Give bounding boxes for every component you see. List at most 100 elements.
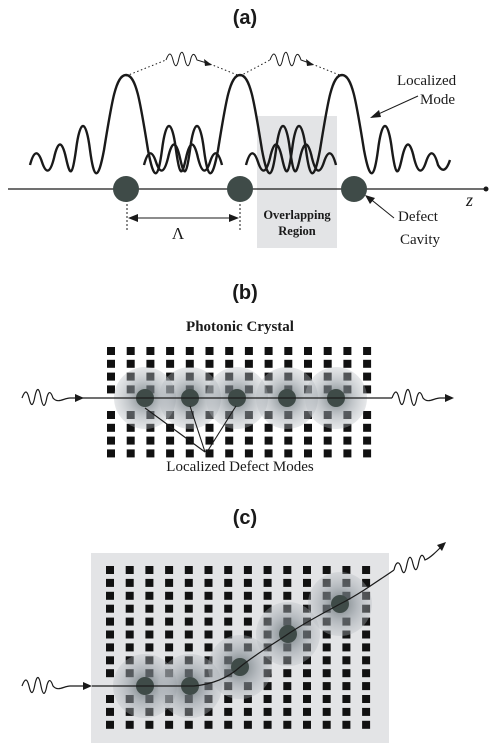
lattice-rod (244, 423, 253, 432)
lattice-rod (204, 604, 213, 613)
lattice-rod (106, 578, 114, 587)
lattice-rod (126, 359, 135, 368)
lattice-rod (107, 411, 115, 419)
lattice-rod (244, 359, 253, 368)
lattice-rod (283, 695, 292, 703)
coupling-dotted-2 (239, 59, 271, 77)
lattice-rod (145, 617, 154, 626)
lattice-rod (363, 385, 372, 394)
lattice-rod (106, 591, 114, 600)
lattice-rod (145, 630, 154, 639)
defect-cavity-1 (113, 176, 139, 202)
input-arrowhead-c (83, 682, 92, 690)
lattice-rod (166, 347, 175, 355)
lattice-rod (225, 449, 234, 458)
lattice-rod (145, 578, 154, 587)
overlap-label-line1: Overlapping (263, 208, 331, 222)
lattice-rod (284, 347, 293, 355)
lattice-rod (362, 578, 371, 587)
lattice-rod (107, 436, 115, 445)
lattice-rod (145, 604, 154, 613)
lattice-rod (107, 347, 115, 355)
lattice-rod (322, 566, 331, 574)
input-arrowhead-b (75, 394, 84, 402)
lattice-rod (284, 359, 293, 368)
lattice-rod (106, 617, 114, 626)
lattice-rod (264, 423, 273, 432)
input-photon-b (21, 388, 82, 406)
lattice-rod (184, 720, 193, 729)
lattice-rod (184, 591, 193, 600)
lattice-rod (303, 695, 311, 703)
lattice-rod (205, 423, 214, 432)
lattice-rod (184, 617, 193, 626)
lattice-rod (107, 385, 115, 394)
lattice-rod (343, 359, 352, 368)
overlap-label-line2: Region (278, 224, 316, 238)
lattice-rod (362, 707, 371, 716)
lattice-rod (304, 449, 312, 458)
z-axis-label: z (465, 190, 473, 210)
lattice-rod (106, 604, 114, 613)
lattice-rod (283, 669, 292, 678)
lattice-rod (303, 578, 311, 587)
lattice-rod (125, 578, 134, 587)
period-marker (126, 204, 241, 232)
lattice-rod (107, 449, 115, 458)
lattice-rod (283, 720, 292, 729)
lattice-rod (303, 591, 311, 600)
lattice-rod (224, 617, 233, 626)
lattice-rod (363, 372, 372, 381)
lattice-rod (264, 347, 273, 355)
lattice-rod (283, 682, 292, 691)
lattice-rod (283, 566, 292, 574)
lattice-rod (205, 347, 214, 355)
lattice-rod (204, 630, 213, 639)
coupling-dotted-2b (311, 63, 343, 77)
lattice-rod (145, 643, 154, 652)
lattice-rod (362, 695, 371, 703)
panel-a-label: (a) (233, 7, 257, 29)
lattice-rod (224, 630, 233, 639)
lattice-rod (362, 566, 371, 574)
lattice-rod (146, 436, 155, 445)
lattice-rod (243, 617, 252, 626)
lattice-rod (342, 566, 351, 574)
lattice-rod (205, 436, 214, 445)
lattice-rod (343, 347, 352, 355)
defect-cavity-3 (341, 176, 367, 202)
lattice-rod (263, 566, 272, 574)
lattice-rod (204, 720, 213, 729)
lattice-rod (342, 707, 351, 716)
mode-profile-3 (244, 73, 452, 175)
lattice-rod (322, 707, 331, 716)
lattice-rod (243, 604, 252, 613)
lattice-rod (126, 347, 135, 355)
period-label: Λ (172, 224, 185, 243)
lattice-rod (184, 630, 193, 639)
lattice-rod (363, 359, 372, 368)
lattice-rod (224, 695, 233, 703)
lattice-rod (363, 423, 372, 432)
lattice-rod (303, 669, 311, 678)
lattice-rod (363, 411, 372, 419)
lattice-rod (106, 643, 114, 652)
lattice-rod (224, 604, 233, 613)
lattice-rod (362, 682, 371, 691)
lattice-rod (184, 566, 193, 574)
lattice-rod (184, 643, 193, 652)
lattice-rod (205, 449, 214, 458)
lattice-rod (362, 656, 371, 665)
lattice-rod (243, 720, 252, 729)
lattice-rod (126, 449, 135, 458)
lattice-rod (244, 436, 253, 445)
lattice-rod (362, 669, 371, 678)
lattice-rod (165, 720, 174, 729)
lattice-rod (263, 720, 272, 729)
lattice-rod (204, 617, 213, 626)
lattice-rod (264, 449, 273, 458)
lattice-rod (225, 359, 234, 368)
lattice-rod (323, 449, 332, 458)
lattice-rod (185, 347, 194, 355)
lattice-rod (106, 707, 114, 716)
